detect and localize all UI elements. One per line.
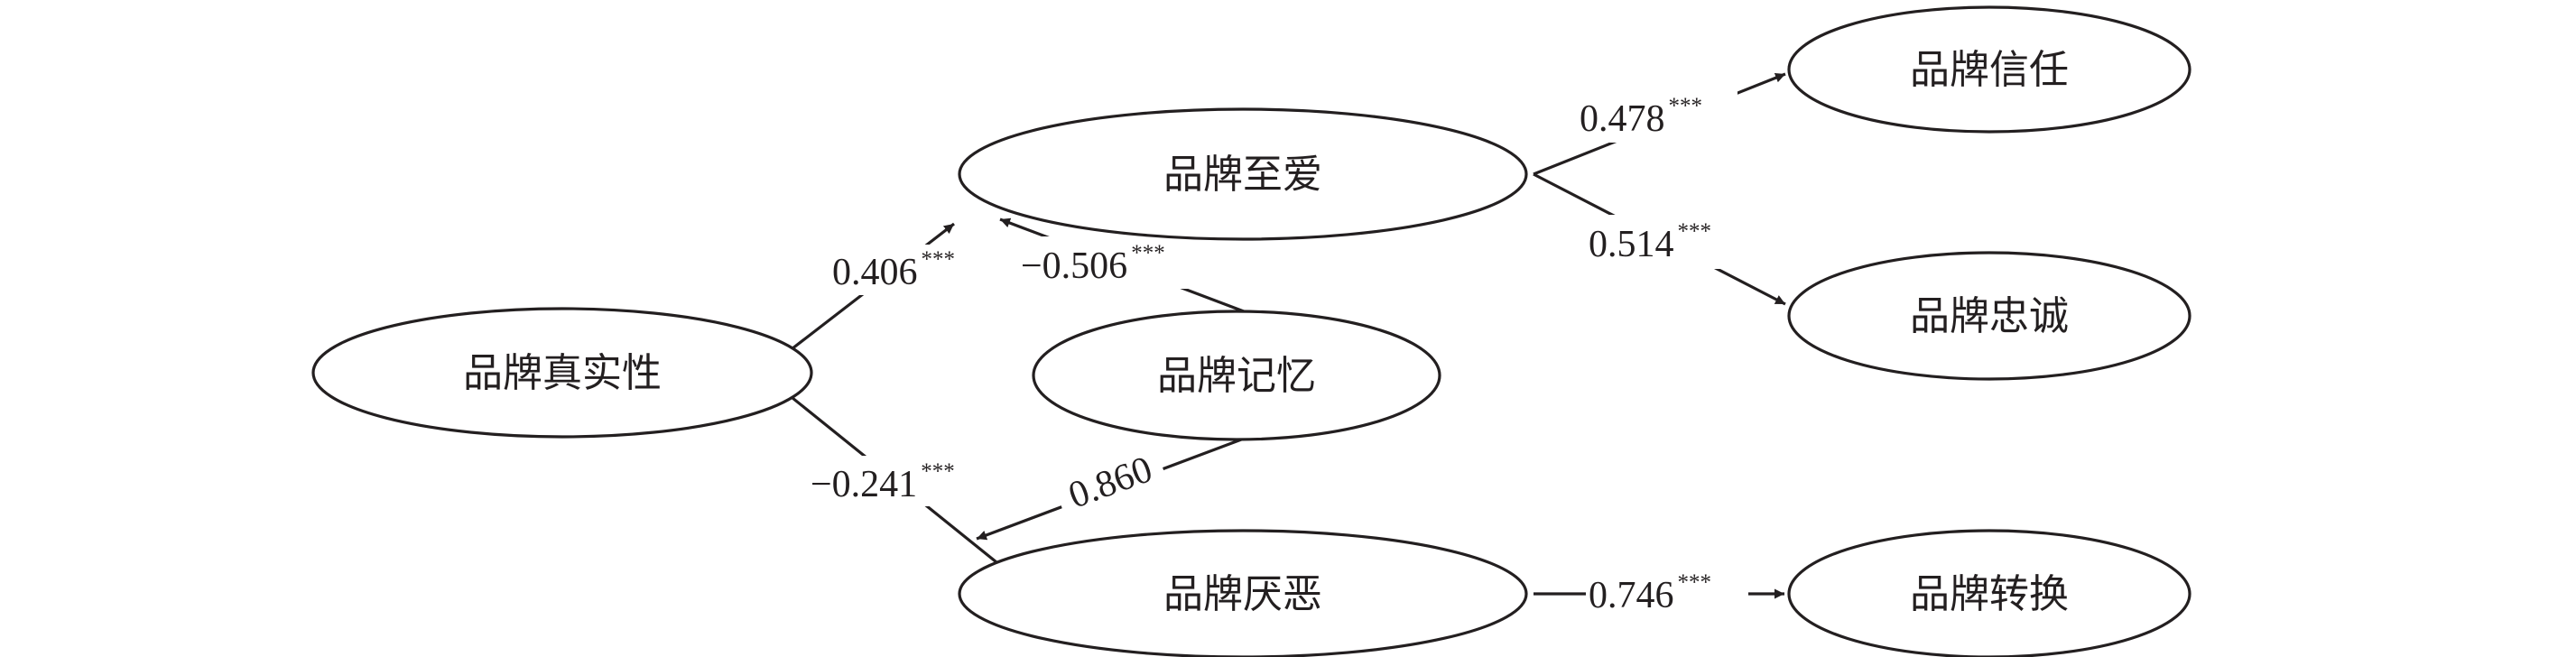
coefficient-love-trust: 0.478***	[1580, 94, 1702, 140]
label-bg-hate-switching	[1586, 569, 1748, 619]
node-label-brand-memory: 品牌记忆	[1157, 353, 1316, 399]
node-label-brand-love: 品牌至爱	[1163, 152, 1322, 198]
node-brand-memory: 品牌记忆	[1032, 310, 1441, 441]
label-bg-memory-love	[1017, 236, 1194, 289]
coefficient-love-loyalty: 0.514***	[1589, 219, 1711, 265]
label-bg-authenticity-love	[829, 245, 993, 295]
label-bg-love-trust	[1575, 90, 1737, 143]
coefficient-value: 0.746	[1589, 575, 1674, 616]
coefficient-value: 0.406	[832, 252, 918, 293]
node-label-brand-authenticity: 品牌真实性	[463, 350, 662, 396]
node-label-brand-switching: 品牌转换	[1910, 571, 2069, 617]
node-ellipse	[1032, 310, 1441, 441]
node-label-brand-loyalty: 品牌忠诚	[1910, 293, 2069, 339]
node-brand-switching: 品牌转换	[1787, 529, 2191, 657]
significance-stars: ***	[921, 459, 955, 484]
coefficient-value: −0.241	[811, 464, 917, 505]
node-ellipse	[311, 307, 813, 439]
label-backgrounds	[809, 90, 1748, 619]
node-ellipse	[958, 107, 1528, 241]
node-brand-authenticity: 品牌真实性	[311, 307, 813, 439]
significance-stars: ***	[922, 247, 956, 272]
node-ellipse	[1787, 251, 2191, 381]
node-ellipse	[1787, 529, 2191, 657]
coefficient-memory-love: −0.506***	[1021, 241, 1165, 287]
coefficient-value: 0.478	[1580, 98, 1665, 140]
significance-stars: ***	[1678, 219, 1712, 244]
nodes: 品牌真实性 品牌至爱 品牌记忆 品牌厌恶 品牌信任 品牌忠诚 品牌转换	[311, 5, 2191, 657]
node-brand-loyalty: 品牌忠诚	[1787, 251, 2191, 381]
significance-stars: ***	[1131, 241, 1165, 265]
node-ellipse	[1787, 5, 2191, 134]
coefficient-authenticity-love: 0.406***	[832, 247, 955, 293]
node-brand-hate: 品牌厌恶	[958, 529, 1528, 657]
label-bg-love-loyalty	[1585, 215, 1747, 269]
coefficient-authenticity-hate: −0.241***	[811, 459, 955, 505]
coefficient-hate-switching: 0.746***	[1589, 570, 1711, 616]
coefficient-value: −0.506	[1021, 245, 1127, 287]
significance-stars: ***	[1678, 570, 1712, 595]
significance-stars: ***	[1669, 94, 1703, 118]
label-bg-authenticity-hate	[809, 456, 986, 506]
label-bg-memory-hate	[1048, 432, 1172, 532]
node-ellipse	[958, 529, 1528, 657]
coefficient-value: 0.514	[1589, 224, 1674, 265]
coefficient-labels: 0.406*** −0.241*** −0.506*** 0.860 0.478…	[811, 94, 1711, 616]
node-brand-love: 品牌至爱	[958, 107, 1528, 241]
node-label-brand-hate: 品牌厌恶	[1163, 571, 1322, 617]
node-brand-trust: 品牌信任	[1787, 5, 2191, 134]
node-label-brand-trust: 品牌信任	[1910, 47, 2069, 93]
